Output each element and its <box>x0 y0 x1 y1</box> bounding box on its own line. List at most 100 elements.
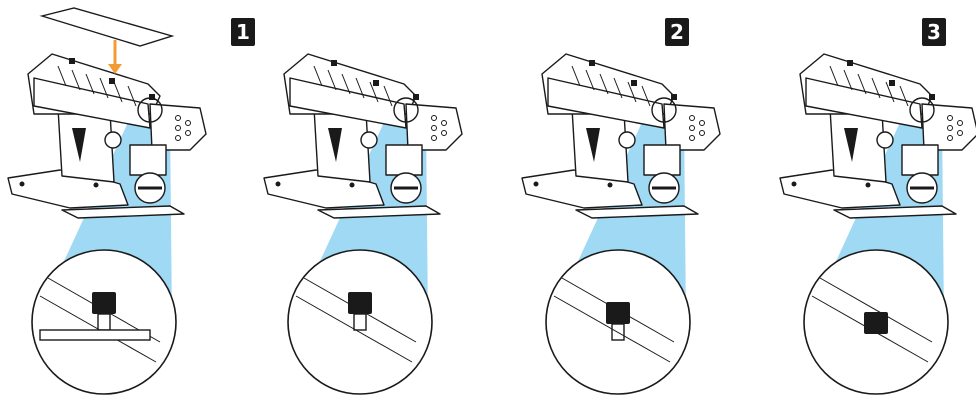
cooling-slot <box>341 73 351 95</box>
thumbscrew-thread <box>611 323 625 341</box>
fixture-front <box>805 77 923 129</box>
step-panel-4 <box>779 53 976 395</box>
cooling-slot <box>355 77 365 99</box>
detail-marker <box>137 97 163 123</box>
side-screw <box>947 115 953 121</box>
cooling-slot <box>327 69 337 91</box>
cooling-slot <box>383 85 393 107</box>
bracket <box>129 144 167 176</box>
side-screw <box>431 125 437 131</box>
base-screw <box>865 182 871 188</box>
side-screw <box>689 115 695 121</box>
cooling-slot <box>57 65 67 87</box>
thumbscrew-knob <box>348 292 372 314</box>
side-screw <box>175 115 181 121</box>
fixture-side <box>663 103 721 151</box>
base-screw <box>791 181 797 187</box>
base-screw <box>349 182 355 188</box>
side-screw <box>689 135 695 141</box>
top-thumbscrew <box>109 78 115 84</box>
detail-circle <box>31 249 177 395</box>
detail-marker <box>393 97 419 123</box>
cooling-slot <box>313 65 323 87</box>
top-thumbscrew <box>413 94 419 100</box>
side-screw <box>947 125 953 131</box>
warning-label <box>844 128 858 162</box>
cooling-slot <box>127 85 137 107</box>
detail-circle <box>287 249 433 395</box>
thumbscrew-knob <box>92 292 116 314</box>
step-panel-3 <box>521 53 721 395</box>
side-screw <box>441 120 447 126</box>
top-thumbscrew <box>69 58 75 64</box>
side-screw <box>699 130 705 136</box>
cooling-slot <box>71 69 81 91</box>
foot-plate <box>317 205 441 219</box>
cooling-slot <box>885 81 895 103</box>
cooling-slot <box>899 85 909 107</box>
thumbscrew-knob <box>864 312 888 334</box>
fixture-side <box>149 103 207 151</box>
side-screw <box>947 135 953 141</box>
base-screw <box>533 181 539 187</box>
top-thumbscrew <box>929 94 935 100</box>
thumbscrew-thread <box>353 313 367 331</box>
side-screw <box>957 120 963 126</box>
top-thumbscrew <box>149 94 155 100</box>
cooling-slot <box>99 77 109 99</box>
fixture-side <box>921 103 976 151</box>
foot-plate <box>575 205 699 219</box>
top-thumbscrew <box>589 60 595 66</box>
base-screw <box>19 181 25 187</box>
base-screw <box>93 182 99 188</box>
top-thumbscrew <box>889 80 895 86</box>
side-screw <box>441 130 447 136</box>
cooling-slot <box>857 73 867 95</box>
base-screw <box>607 182 613 188</box>
cooling-slot <box>571 65 581 87</box>
side-screw <box>431 115 437 121</box>
top-thumbscrew <box>847 60 853 66</box>
cooling-slot <box>113 81 123 103</box>
step-badge-3: 3 <box>922 18 946 46</box>
top-thumbscrew <box>671 94 677 100</box>
xlr-connector <box>360 131 378 149</box>
side-screw <box>699 120 705 126</box>
side-screw <box>175 125 181 131</box>
cooling-slot <box>843 69 853 91</box>
arrow-down-icon <box>108 64 122 74</box>
bracket <box>643 144 681 176</box>
side-screw <box>689 125 695 131</box>
top-thumbscrew <box>631 80 637 86</box>
warning-label <box>72 128 86 162</box>
step-badge-1: 1 <box>231 18 255 46</box>
cooling-slot <box>585 69 595 91</box>
detail-edge <box>819 277 933 343</box>
fixture-front <box>289 77 407 129</box>
top-thumbscrew <box>373 80 379 86</box>
cooling-slot <box>641 85 651 107</box>
bracket <box>385 144 423 176</box>
cooling-slot <box>599 73 609 95</box>
cooling-slot <box>369 81 379 103</box>
fixture-side <box>405 103 463 151</box>
xlr-connector <box>876 131 894 149</box>
side-screw <box>957 130 963 136</box>
side-screw <box>175 135 181 141</box>
top-thumbscrew <box>331 60 337 66</box>
xlr-connector <box>618 131 636 149</box>
cooling-slot <box>871 77 881 99</box>
cooling-slot <box>85 73 95 95</box>
fixture-front <box>547 77 665 129</box>
warning-label <box>328 128 342 162</box>
bracket <box>901 144 939 176</box>
side-screw <box>431 135 437 141</box>
cooling-slot <box>613 77 623 99</box>
thumbscrew-knob <box>606 302 630 324</box>
step-panel-1 <box>7 7 207 395</box>
cooling-slot <box>627 81 637 103</box>
base-screw <box>275 181 281 187</box>
warning-label <box>586 128 600 162</box>
